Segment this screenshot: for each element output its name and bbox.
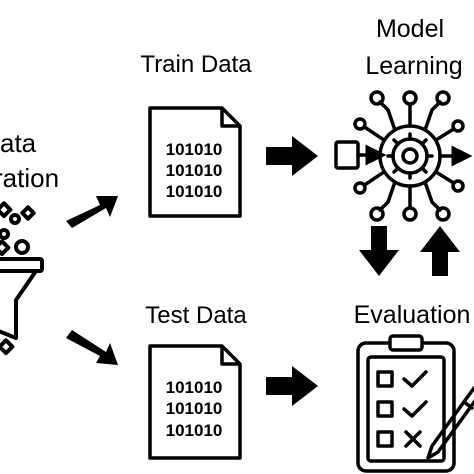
funnel-icon	[0, 201, 44, 356]
test-document-icon	[148, 344, 242, 460]
pen-icon	[426, 386, 474, 460]
arrow-to-test	[66, 330, 118, 365]
test-binary-row-1: 101010	[166, 378, 223, 397]
test-binary-row-2: 101010	[166, 399, 223, 418]
train-document-icon	[148, 106, 242, 218]
gear-network-icon	[334, 90, 473, 222]
model-label-line1: Model	[376, 15, 444, 43]
train-data-label: Train Data	[140, 51, 252, 78]
arrow-test-to-evaluation	[266, 366, 318, 406]
train-binary-row-1: 101010	[166, 140, 223, 159]
arrow-model-to-evaluation	[359, 226, 399, 276]
test-data-label: Test Data	[145, 302, 247, 329]
arrow-train-to-model	[266, 136, 318, 176]
train-binary-row-2: 101010	[166, 161, 223, 180]
train-binary-row-3: 101010	[166, 182, 223, 201]
checklist-clipboard-icon	[356, 334, 456, 473]
data-prep-label-line1: ata	[0, 128, 37, 158]
data-prep-label-line2: ration	[0, 163, 59, 193]
arrow-to-train	[66, 196, 118, 228]
evaluation-label: Evaluation	[354, 301, 471, 329]
test-binary-row-3: 101010	[166, 421, 223, 440]
model-label-line2: Learning	[365, 52, 462, 80]
arrow-evaluation-to-model	[420, 226, 460, 276]
